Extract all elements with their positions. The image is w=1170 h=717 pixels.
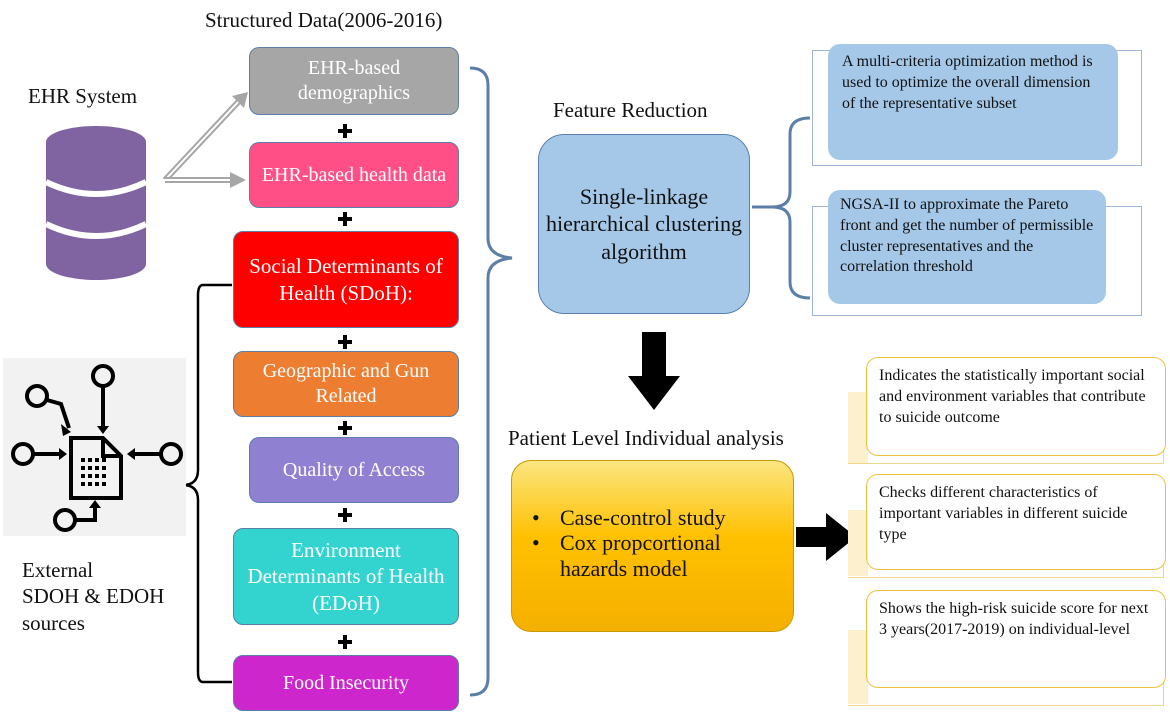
optimization-bracket bbox=[752, 116, 811, 300]
significance-note: Indicates the statistically important so… bbox=[866, 357, 1166, 456]
external-data-icon bbox=[3, 358, 186, 536]
ehr-health-data-box: EHR-based health data bbox=[249, 142, 459, 208]
food-insecurity-box: Food Insecurity bbox=[233, 655, 459, 711]
external-label-line-2: SDOH & EDOH bbox=[22, 584, 165, 609]
analysis-box: • Case-control study • Cox propcortional h… bbox=[511, 460, 794, 632]
db-to-demographics-arrow bbox=[162, 92, 248, 183]
analysis-item-text: Case-control study bbox=[560, 505, 726, 530]
risk-score-note: Shows the high-risk suicide score for ne… bbox=[866, 590, 1166, 688]
plus-icon bbox=[338, 335, 352, 349]
quality-access-box: Quality of Access bbox=[249, 437, 459, 503]
bullet-icon: • bbox=[532, 530, 540, 556]
structured-data-title: Structured Data(2006-2016) bbox=[205, 8, 443, 32]
plus-icon bbox=[338, 635, 352, 649]
edoh-box: Environment Determinants of Health (EDoH… bbox=[233, 528, 459, 625]
ehr-demographics-box: EHR-based demographics bbox=[249, 47, 459, 115]
external-sources-label: External SDOH & EDOH sources bbox=[22, 557, 164, 636]
database-icon bbox=[44, 126, 148, 280]
external-label-line-3: sources bbox=[22, 610, 85, 635]
geographic-gun-box: Geographic and Gun Related bbox=[233, 351, 459, 417]
external-label-line-1: External bbox=[22, 558, 94, 582]
outcome-note-accent bbox=[848, 392, 868, 464]
analysis-title: Patient Level Individual analysis bbox=[508, 426, 784, 450]
analysis-item: • Cox propcortional hazards model bbox=[532, 530, 793, 581]
analysis-item-text: Cox propcortional hazards model bbox=[560, 530, 721, 581]
down-arrow bbox=[628, 332, 680, 410]
outcome-note-accent bbox=[848, 630, 868, 704]
clustering-algorithm-box: Single-linkage hierarchical clustering a… bbox=[538, 134, 750, 314]
plus-icon bbox=[338, 421, 352, 435]
bullet-icon: • bbox=[532, 505, 540, 530]
external-sources-bracket bbox=[155, 283, 232, 684]
feature-reduction-title: Feature Reduction bbox=[553, 98, 708, 122]
structured-data-bracket bbox=[469, 66, 513, 697]
db-to-health-arrow bbox=[165, 172, 246, 188]
multi-criteria-note: A multi-criteria optimization method is … bbox=[828, 44, 1118, 160]
plus-icon bbox=[338, 212, 352, 226]
plus-icon bbox=[338, 124, 352, 138]
plus-icon bbox=[338, 508, 352, 522]
outcome-note-accent bbox=[848, 510, 868, 576]
ngsa-note: NGSA-II to approximate the Pareto front … bbox=[828, 190, 1106, 304]
characteristics-note: Checks different characteristics of impo… bbox=[866, 474, 1166, 570]
analysis-item: • Case-control study bbox=[532, 505, 793, 530]
right-arrow bbox=[796, 513, 856, 561]
ehr-system-label: EHR System bbox=[28, 84, 138, 108]
analysis-list: • Case-control study • Cox propcortional h… bbox=[512, 505, 793, 581]
sdoh-box: Social Determinants of Health (SDoH): bbox=[233, 231, 459, 328]
